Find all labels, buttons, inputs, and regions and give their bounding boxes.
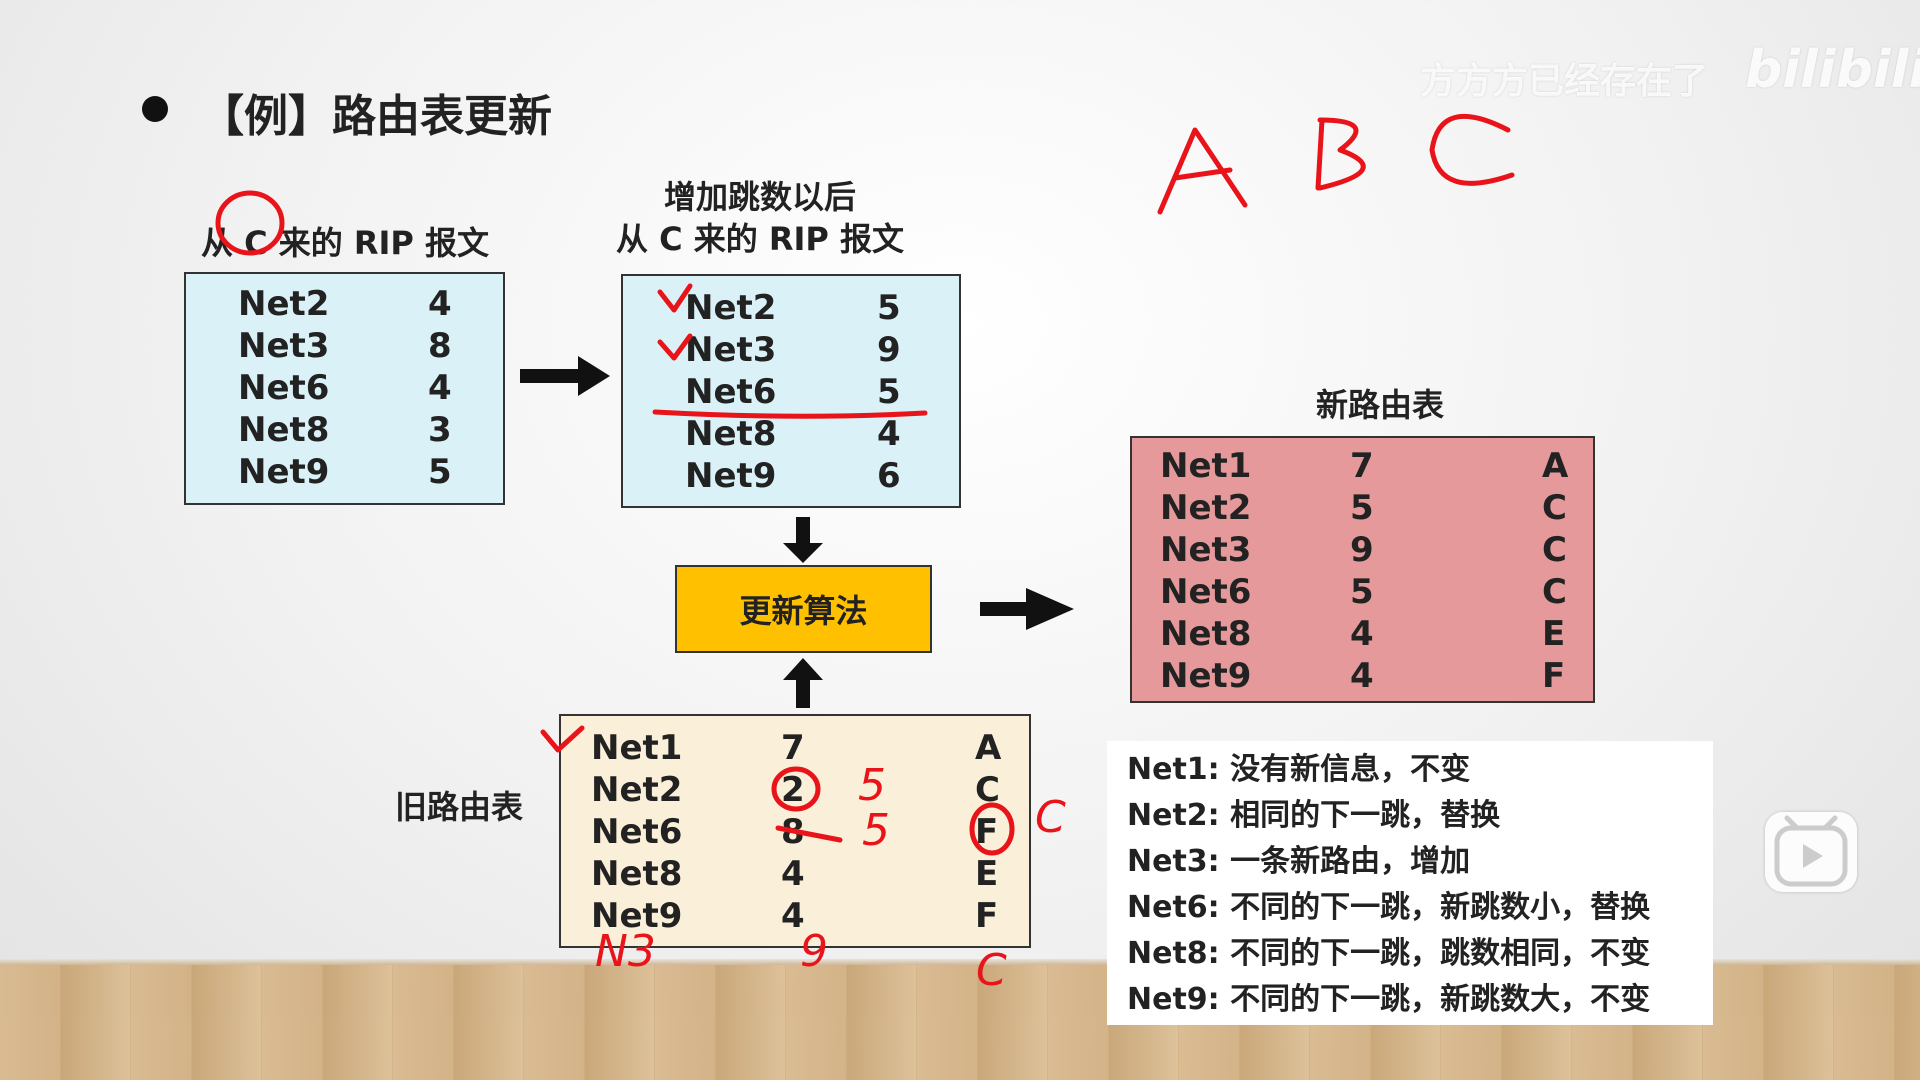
handwritten-5: 5 <box>858 760 886 811</box>
note-line: Net3: 一条新路由，增加 <box>1127 844 1471 879</box>
play-button[interactable] <box>1765 812 1857 892</box>
handwritten-9: 9 <box>800 926 828 977</box>
handwritten-c: C <box>976 945 1007 996</box>
arrow-a-icon <box>1157 127 1248 215</box>
circle-mark <box>969 802 1015 856</box>
handwritten-5: 5 <box>862 805 890 856</box>
old-table-caption: 旧路由表 <box>394 788 523 826</box>
handwritten-n3: N3 <box>595 926 656 977</box>
update-algorithm-box: 更新算法 <box>675 565 932 653</box>
check-mark <box>540 725 585 753</box>
arrow-b-icon <box>1315 117 1366 191</box>
bullet-dot <box>142 96 168 122</box>
handwritten-c: C <box>1035 792 1066 843</box>
check-mark <box>657 333 693 361</box>
letter-c-icon <box>1429 113 1515 186</box>
bilibili-logo: bilibili <box>1745 40 1920 100</box>
note-line: Net8: 不同的下一跳，跳数相同，不变 <box>1127 936 1651 971</box>
note-line: Net6: 不同的下一跳，新跳数小，替换 <box>1127 890 1651 925</box>
arrow-down-icon <box>783 517 823 563</box>
rip-c-plus-caption-line2: 从 C 来的 RIP 报文 <box>615 220 905 258</box>
note-line: Net2: 相同的下一跳，替换 <box>1127 798 1501 833</box>
circle-mark <box>215 190 285 256</box>
rip-c-caption: 从 C 来的 RIP 报文 <box>200 224 490 262</box>
slide-title: 【例】路由表更新 <box>200 91 552 142</box>
scribble-mark <box>775 825 843 843</box>
arrow-up-icon <box>783 658 823 708</box>
play-icon <box>1774 815 1848 887</box>
arrow-right-icon <box>980 588 1074 630</box>
explanation-panel: Net1: 没有新信息，不变 Net2: 相同的下一跳，替换 Net3: 一条新… <box>1107 741 1713 1025</box>
rip-c-plus-caption: 增加跳数以后 从 C 来的 RIP 报文 <box>600 176 920 260</box>
arrow-right-icon <box>520 356 610 396</box>
rip-c-plus-caption-line1: 增加跳数以后 <box>663 178 856 216</box>
circle-mark <box>771 766 821 812</box>
note-line: Net9: 不同的下一跳，新跳数大，不变 <box>1127 982 1651 1017</box>
strike-line <box>652 409 928 419</box>
watermark-text: 方方方已经存在了 <box>1420 61 1709 102</box>
note-line: Net1: 没有新信息，不变 <box>1127 752 1471 787</box>
new-table-caption: 新路由表 <box>1315 386 1444 424</box>
check-mark <box>657 283 693 313</box>
